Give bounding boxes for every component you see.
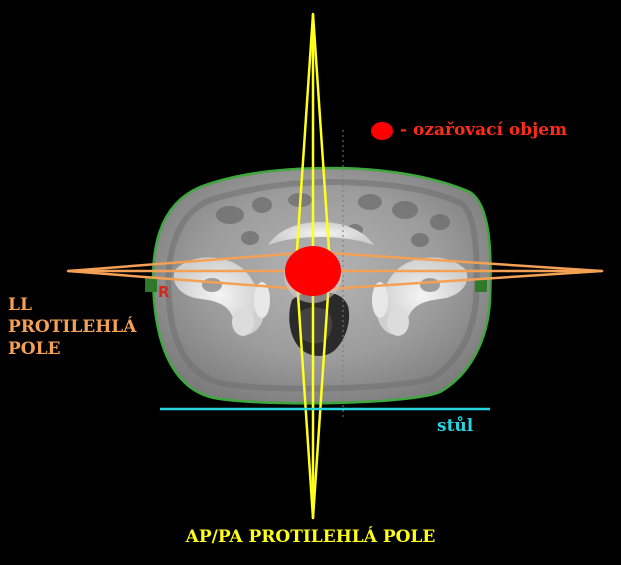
lateral-label-line-1: LL xyxy=(8,295,32,315)
ap-pa-fields-label: AP/PA PROTILEHLÁ POLE xyxy=(185,527,436,547)
lateral-fields-label: LL PROTILEHLÁ POLE xyxy=(8,294,136,360)
bowel-texture xyxy=(216,193,450,247)
target-volume-legend: - ozařovací objem xyxy=(400,120,568,140)
table-label: stůl xyxy=(437,416,474,436)
right-skin-marker xyxy=(475,278,487,292)
target-volume xyxy=(284,246,342,303)
patient-side-marker: R xyxy=(158,283,170,301)
legend-red-circle-icon xyxy=(371,122,393,140)
lateral-label-line-2: PROTILEHLÁ xyxy=(8,317,137,337)
rectum-detail xyxy=(300,307,332,344)
lateral-label-line-3: POLE xyxy=(8,339,61,359)
left-skin-marker xyxy=(145,278,157,292)
target-circle-icon xyxy=(285,246,341,296)
fat-layer xyxy=(165,178,480,392)
pelvic-bones xyxy=(173,222,468,336)
